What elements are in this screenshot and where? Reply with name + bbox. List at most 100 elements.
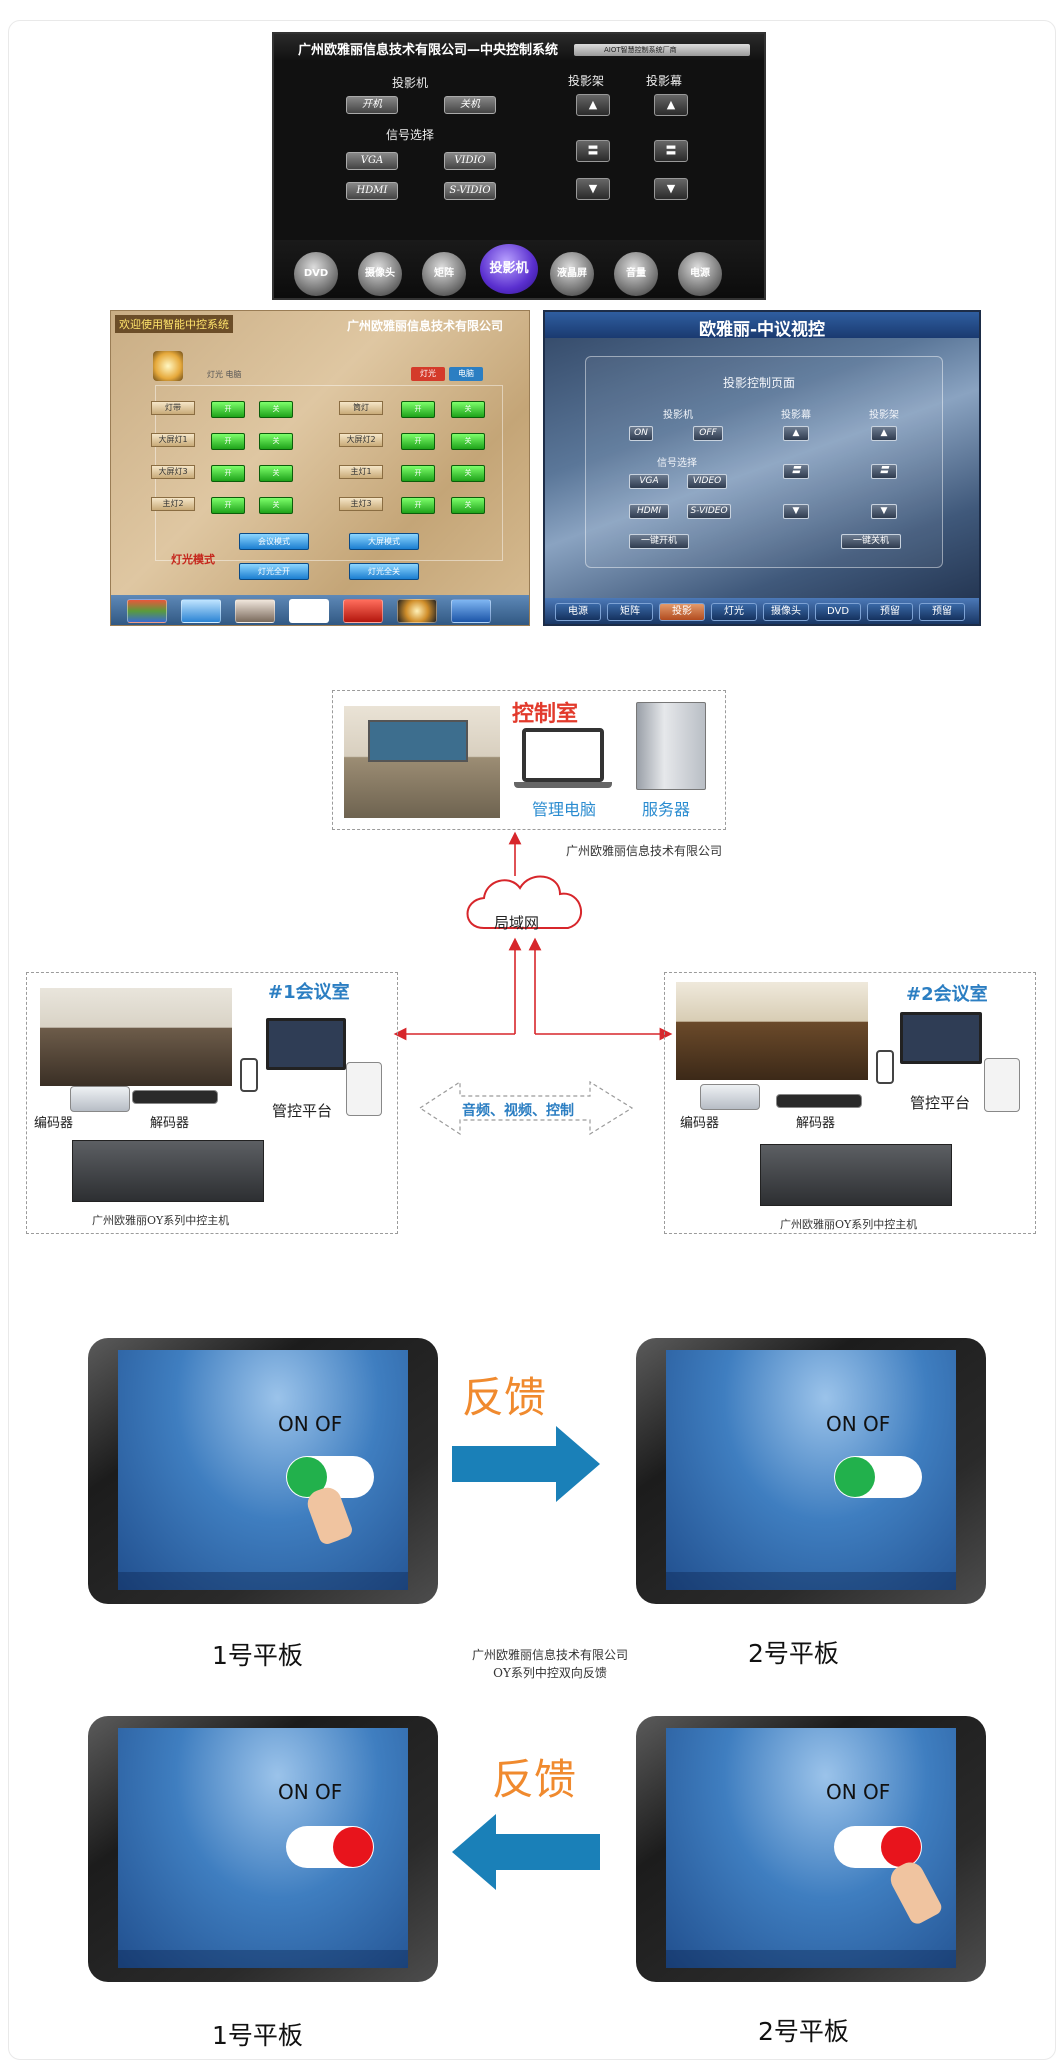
light-on-button[interactable]: 开 — [401, 497, 435, 514]
video-button[interactable]: VIDIO — [444, 152, 496, 170]
toggle-switch[interactable] — [834, 1456, 922, 1498]
tablet-screen: ON OF — [118, 1728, 408, 1968]
dvd-icon[interactable] — [289, 599, 329, 623]
nav-dvd[interactable]: DVD — [815, 603, 861, 621]
lift-down-button[interactable]: ▼ — [871, 504, 897, 519]
screen-icon[interactable] — [181, 599, 221, 623]
svideo-button[interactable]: S-VIDIO — [444, 182, 496, 200]
screen-up-button[interactable]: ▲ — [783, 426, 809, 441]
nav-reserved-1[interactable]: 预留 — [867, 603, 913, 621]
svideo-button[interactable]: S-VIDEO — [687, 504, 731, 519]
power-on-all-button[interactable]: 一键开机 — [629, 534, 689, 549]
nav-volume[interactable]: 音量 — [614, 252, 658, 296]
light-on-button[interactable]: 开 — [211, 401, 245, 418]
room2-photo — [676, 982, 868, 1080]
monitor-icon — [900, 1012, 982, 1064]
projector-icon[interactable] — [343, 599, 383, 623]
feedback-label: 反馈 — [492, 1755, 577, 1804]
encoder-icon — [700, 1084, 760, 1110]
light-off-button[interactable]: 关 — [451, 465, 485, 482]
lift-down-button[interactable]: ▼ — [576, 178, 610, 200]
control-host-icon — [760, 1144, 952, 1206]
nav-power[interactable]: 电源 — [678, 252, 722, 296]
nav-camera[interactable]: 摄像头 — [358, 252, 402, 296]
tab-pc[interactable]: 电脑 — [449, 367, 483, 381]
toggle-switch[interactable] — [286, 1826, 374, 1868]
nav-matrix[interactable]: 矩阵 — [607, 603, 653, 621]
nav-reserved-2[interactable]: 预留 — [919, 603, 965, 621]
room1-box — [26, 972, 398, 1234]
video-button[interactable]: VIDEO — [687, 474, 727, 489]
hdmi-button[interactable]: HDMI — [629, 504, 669, 519]
lift-stop-button[interactable]: 〓 — [871, 464, 897, 479]
encoder-icon — [70, 1086, 130, 1112]
lights-all-on-button[interactable]: 灯光全开 — [239, 563, 309, 580]
nav-projector[interactable]: 投影机 — [480, 244, 538, 294]
row-label: 筒灯 — [339, 401, 383, 415]
monitor-icon — [266, 1018, 346, 1070]
tab-light[interactable]: 灯光 — [411, 367, 445, 381]
tv-icon[interactable] — [127, 599, 167, 623]
onof-label: ON OF — [826, 1412, 891, 1436]
projector-off-button[interactable]: 关机 — [444, 96, 496, 114]
laptop-icon — [522, 728, 604, 782]
nav-lcd[interactable]: 液晶屏 — [550, 252, 594, 296]
projector-on-button[interactable]: ON — [629, 426, 653, 441]
screen-up-button[interactable]: ▲ — [654, 94, 688, 116]
bulb-icon[interactable] — [397, 599, 437, 623]
row-label: 大屏灯3 — [151, 465, 195, 479]
tablet-screen: ON OF — [666, 1728, 956, 1968]
vga-button[interactable]: VGA — [629, 474, 669, 489]
screen-stop-button[interactable]: 〓 — [654, 140, 688, 162]
projector-label: 投影机 — [663, 410, 693, 421]
panel-title-bar — [545, 312, 979, 338]
row-label: 主灯1 — [339, 465, 383, 479]
light-off-button[interactable]: 关 — [451, 433, 485, 450]
encoder-label: 编码器 — [34, 1116, 74, 1131]
light-on-button[interactable]: 开 — [401, 465, 435, 482]
camera-icon[interactable] — [235, 599, 275, 623]
nav-power[interactable]: 电源 — [555, 603, 601, 621]
light-on-button[interactable]: 开 — [401, 433, 435, 450]
toggle-switch[interactable] — [834, 1826, 922, 1868]
screen-stop-button[interactable]: 〓 — [783, 464, 809, 479]
lights-all-off-button[interactable]: 灯光全关 — [349, 563, 419, 580]
lift-stop-button[interactable]: 〓 — [576, 140, 610, 162]
light-on-button[interactable]: 开 — [211, 497, 245, 514]
onof-label: ON OF — [278, 1780, 343, 1804]
light-off-button[interactable]: 关 — [451, 497, 485, 514]
arrow-right-icon — [452, 1426, 600, 1502]
projector-on-button[interactable]: 开机 — [346, 96, 398, 114]
light-on-button[interactable]: 开 — [211, 465, 245, 482]
hdmi-button[interactable]: HDMI — [346, 182, 398, 200]
light-off-button[interactable]: 关 — [259, 497, 293, 514]
lan-label: 局域网 — [494, 914, 540, 932]
light-on-button[interactable]: 开 — [211, 433, 245, 450]
light-off-button[interactable]: 关 — [259, 433, 293, 450]
projector-label: 投影机 — [392, 76, 429, 90]
nav-camera[interactable]: 摄像头 — [763, 603, 809, 621]
lift-up-button[interactable]: ▲ — [871, 426, 897, 441]
tablet-1: ON OF — [88, 1338, 438, 1604]
nav-dvd[interactable]: DVD — [294, 252, 338, 296]
control-room-box — [332, 690, 726, 830]
panel-title: 欧雅丽-中议视控 — [698, 320, 826, 340]
lift-label: 投影架 — [869, 410, 899, 421]
bigscreen-mode-button[interactable]: 大屏模式 — [349, 533, 419, 550]
light-on-button[interactable]: 开 — [401, 401, 435, 418]
screen-down-button[interactable]: ▼ — [783, 504, 809, 519]
light-off-button[interactable]: 关 — [259, 401, 293, 418]
screen-down-button[interactable]: ▼ — [654, 178, 688, 200]
power-off-all-button[interactable]: 一键关机 — [841, 534, 901, 549]
light-off-button[interactable]: 关 — [259, 465, 293, 482]
nav-light[interactable]: 灯光 — [711, 603, 757, 621]
lift-up-button[interactable]: ▲ — [576, 94, 610, 116]
meeting-mode-button[interactable]: 会议模式 — [239, 533, 309, 550]
server-icon — [636, 702, 706, 790]
flag-icon[interactable] — [451, 599, 491, 623]
projector-off-button[interactable]: OFF — [693, 426, 723, 441]
nav-projector[interactable]: 投影 — [659, 603, 705, 621]
light-off-button[interactable]: 关 — [451, 401, 485, 418]
nav-matrix[interactable]: 矩阵 — [422, 252, 466, 296]
vga-button[interactable]: VGA — [346, 152, 398, 170]
